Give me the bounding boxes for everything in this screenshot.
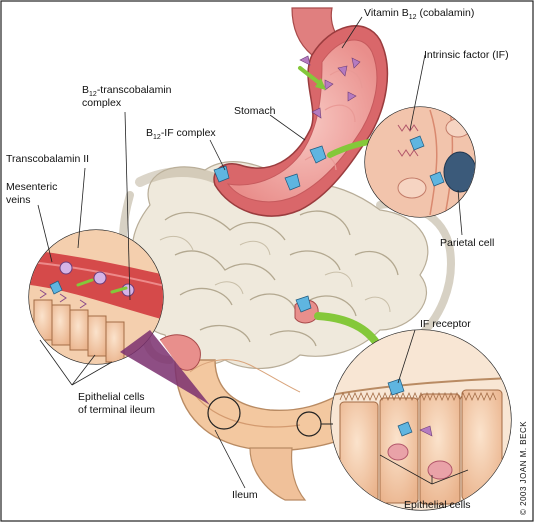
label-b12-transcobalamin-complex: B12-transcobalamin (82, 84, 172, 98)
label-ileum: Ileum (232, 489, 258, 501)
label-epithelial-cells: Epithelial cells (404, 499, 471, 511)
parietal-cell-zoom (364, 106, 476, 218)
label-mesenteric-veins: Mesenteric (6, 181, 57, 193)
ileal-loop (159, 334, 201, 371)
ileum-colon (174, 359, 382, 501)
label-vitamin-b12: Vitamin B12 (cobalamin) (364, 7, 474, 21)
label-b12-if-complex: B12-IF complex (146, 127, 216, 141)
if-receptor-zoom (330, 329, 512, 511)
label-stomach: Stomach (234, 105, 276, 117)
label-intrinsic-factor: Intrinsic factor (IF) (424, 49, 509, 61)
label-epithelial-terminal-ileum: Epithelial cells (78, 391, 145, 403)
label-epithelial-terminal-ileum-line2: of terminal ileum (78, 404, 155, 416)
label-transcobalamin-ii: Transcobalamin II (6, 153, 89, 165)
label-parietal-cell: Parietal cell (440, 237, 494, 249)
copyright-credit: © 2003 JOAN M. BECK (519, 421, 528, 515)
terminal-ileum-zoom (28, 229, 164, 365)
label-mesenteric-veins-line2: veins (6, 194, 31, 206)
label-b12-transcobalamin-complex-line2: complex (82, 97, 122, 109)
label-if-receptor: IF receptor (420, 318, 471, 330)
magnifier-markers (120, 330, 333, 437)
b12-if-complexes (213, 145, 327, 313)
b12-particles (299, 55, 361, 119)
leader-lines (37, 16, 469, 489)
